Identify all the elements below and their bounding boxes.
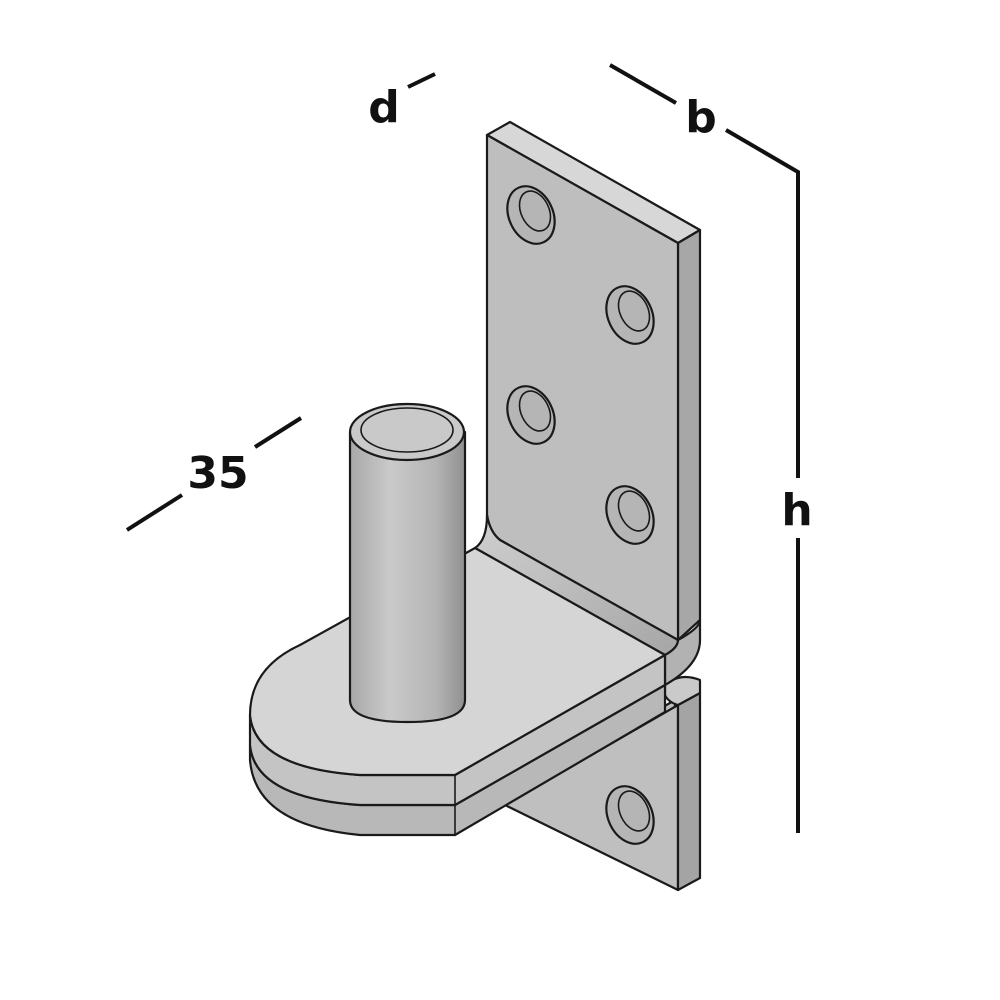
label-depth: d: [368, 82, 400, 133]
dimension-d: d: [368, 72, 436, 133]
mounting-hole-lower: [605, 785, 655, 845]
mounting-hole-4: [605, 485, 655, 545]
lower-mounting-plate: [503, 675, 702, 892]
label-height: h: [781, 485, 812, 536]
label-width: b: [685, 92, 717, 143]
hinge-pin: [348, 402, 467, 724]
mounting-hole-1: [506, 185, 556, 245]
dimension-h: h: [781, 485, 812, 536]
mounting-hole-2: [605, 285, 655, 345]
upper-mounting-plate: [485, 120, 702, 642]
dimension-b: b: [609, 63, 800, 833]
mounting-hole-3: [506, 385, 556, 445]
dimension-pin-length: 35: [125, 416, 303, 532]
label-pin-length: 35: [187, 448, 248, 499]
